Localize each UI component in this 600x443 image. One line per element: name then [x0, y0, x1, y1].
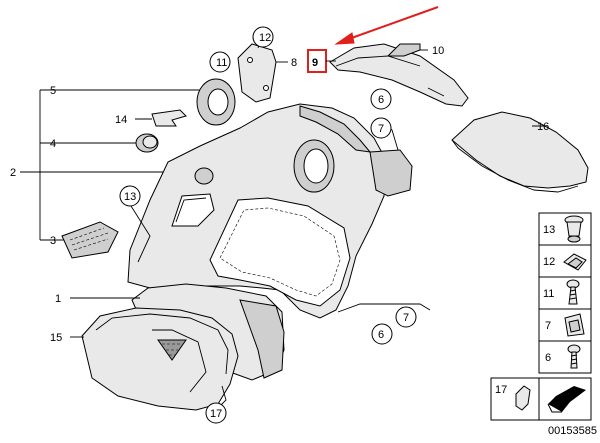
fastener-legend: 13 12 11 7 6 — [490, 212, 592, 421]
part-14-clip — [135, 109, 187, 127]
clip-7-icon — [564, 313, 585, 337]
label-17: 17 — [210, 408, 222, 420]
part-2-side-trim — [127, 103, 413, 319]
part-15-lower-trim — [81, 307, 239, 411]
label-3: 3 — [50, 235, 56, 247]
nut-12-icon — [563, 253, 587, 271]
part-5-ring — [196, 78, 236, 126]
legend-6: 6 — [545, 352, 551, 364]
label-16: 16 — [537, 121, 549, 133]
screw-11-icon — [566, 279, 580, 305]
part-9-top-rail — [329, 43, 469, 107]
label-7-top: 7 — [378, 123, 384, 135]
label-15: 15 — [50, 332, 62, 344]
label-9: 9 — [312, 57, 318, 69]
label-6-top: 6 — [378, 94, 384, 106]
legend-7: 7 — [545, 320, 551, 332]
label-8: 8 — [291, 57, 297, 69]
label-14: 14 — [115, 114, 127, 126]
legend-12: 12 — [543, 256, 555, 268]
diagram-id: 00153585 — [548, 425, 597, 437]
clip-17-icon — [515, 385, 531, 411]
part-8-plate — [237, 37, 288, 103]
label-5: 5 — [50, 85, 56, 97]
direction-arrow-icon — [547, 386, 586, 413]
clip-13-icon — [564, 215, 584, 243]
label-4: 4 — [50, 138, 56, 150]
label-13: 13 — [124, 191, 136, 203]
part-3-grille — [61, 221, 119, 259]
label-1: 1 — [55, 293, 61, 305]
legend-17: 17 — [495, 384, 507, 396]
group-bracket — [20, 89, 205, 241]
label-10: 10 — [432, 45, 444, 57]
callouts — [119, 26, 417, 424]
legend-11: 11 — [543, 288, 554, 300]
part-16-cover — [451, 111, 589, 193]
label-12: 12 — [259, 32, 271, 44]
part-10-clip — [386, 43, 428, 57]
labels: 12 11 8 9 10 5 14 6 7 16 4 2 13 3 1 7 6 … — [10, 32, 549, 420]
label-11: 11 — [216, 57, 227, 69]
part-4-cap — [135, 133, 159, 153]
label-6-bottom: 6 — [378, 329, 384, 341]
label-2: 2 — [10, 167, 16, 179]
highlight-9 — [307, 49, 336, 73]
label-7-bottom: 7 — [403, 312, 409, 324]
leaders — [70, 125, 545, 338]
legend-13: 13 — [543, 224, 555, 236]
red-arrow-icon — [334, 6, 439, 45]
screw-6-icon — [567, 344, 581, 369]
